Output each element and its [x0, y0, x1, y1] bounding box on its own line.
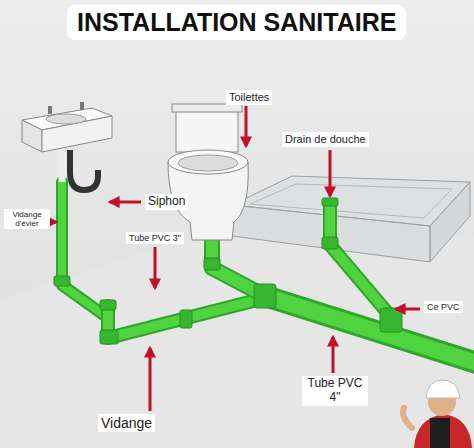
- part-label: Vidange: [98, 414, 155, 432]
- part-label: Tube PVC 3": [126, 232, 184, 244]
- part-label: Drain de douche: [282, 132, 369, 147]
- part-label: Toilettes: [226, 90, 272, 105]
- shower-tray: [232, 176, 470, 262]
- part-label: Tube PVC 4": [302, 376, 368, 406]
- part-label: Ce PVC: [424, 301, 463, 313]
- worker-figure: [403, 380, 472, 448]
- part-label: Vidange d'évier: [4, 209, 50, 229]
- toilet: [168, 104, 248, 240]
- sink: [22, 102, 112, 190]
- leader-arrows: [46, 106, 420, 411]
- part-label: Siphon: [145, 194, 188, 210]
- title: INSTALLATION SANITAIRE: [67, 5, 406, 40]
- pvc-pipes: [62, 182, 474, 364]
